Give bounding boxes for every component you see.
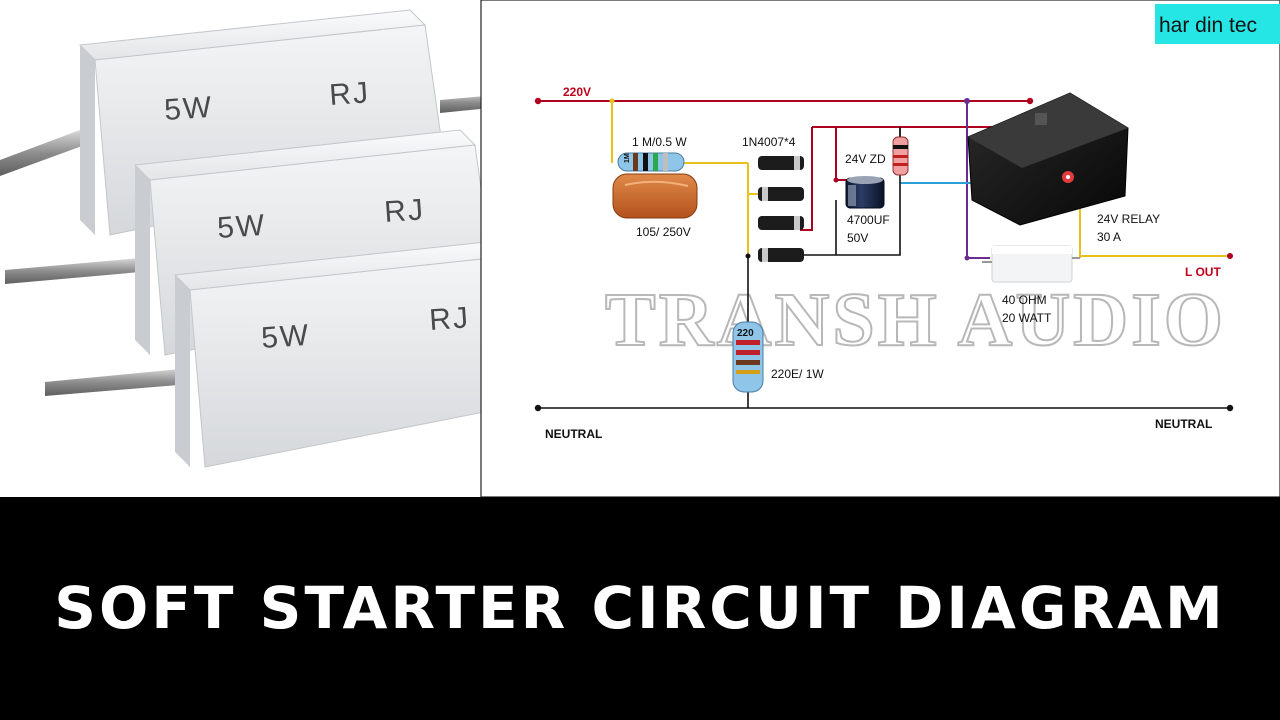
brand-box [1155,4,1280,44]
power-resistor-40ohm [982,245,1080,283]
brand-text: har din tec [1159,14,1257,37]
resistor-1m-body-text: 1M [624,153,631,163]
power-resistor-watt: 20 WATT [1002,311,1052,325]
capacitor-label: 105/ 250V [636,225,691,239]
bridge-diodes [758,156,804,262]
resistor-3-power-text: 5W [260,319,311,355]
power-resistor-value: 40 OHM [1002,293,1047,307]
resistor-220: 220 [732,321,764,393]
diode-4 [758,248,804,262]
neutral-left-label: NEUTRAL [545,427,602,441]
relay-rating: 30 A [1097,230,1121,244]
resistor-1m: 1M [617,152,685,172]
resistor-220-body-text: 220 [737,328,754,339]
title-banner: SOFT STARTER CIRCUIT DIAGRAM [0,497,1280,720]
zener-label: 24V ZD [845,152,886,166]
electrolytic-value: 4700UF [847,213,890,227]
cement-resistor-3: 5W RJ [45,239,636,468]
zener-diode [892,127,909,176]
banner-title: SOFT STARTER CIRCUIT DIAGRAM [54,574,1226,642]
output-terminal [1227,253,1233,259]
resistor-3-code-text: RJ [428,301,471,337]
neutral-right-label: NEUTRAL [1155,417,1212,431]
relay-name: 24V RELAY [1097,212,1160,226]
watermark-text: TRANSH AUDIO [605,278,1226,362]
neutral-right-terminal [1226,404,1234,412]
resistor-2-power-text: 5W [216,209,267,245]
resistor-2-code-text: RJ [383,193,426,229]
schematic-frame [480,0,1280,498]
diode-3 [758,216,804,230]
supply-label: 220V [563,85,591,99]
resistor-1-power-text: 5W [163,91,214,127]
neutral-left-terminal [534,404,542,412]
diode-1 [758,156,804,170]
diodes-label: 1N4007*4 [742,135,796,149]
resistor-220-label: 220E/ 1W [771,367,824,381]
film-capacitor [612,173,698,219]
electrolytic-voltage: 50V [847,231,868,245]
relay [967,92,1129,226]
live-terminal [534,97,542,105]
electrolytic-capacitor [845,176,885,209]
schematic-panel: TRANSH AUDIO har din tec 220V L OUT [480,0,1280,498]
output-label: L OUT [1185,265,1221,279]
diode-2 [758,187,804,201]
resistor-1-code-text: RJ [328,76,371,112]
resistor-1m-label: 1 M/0.5 W [632,135,687,149]
